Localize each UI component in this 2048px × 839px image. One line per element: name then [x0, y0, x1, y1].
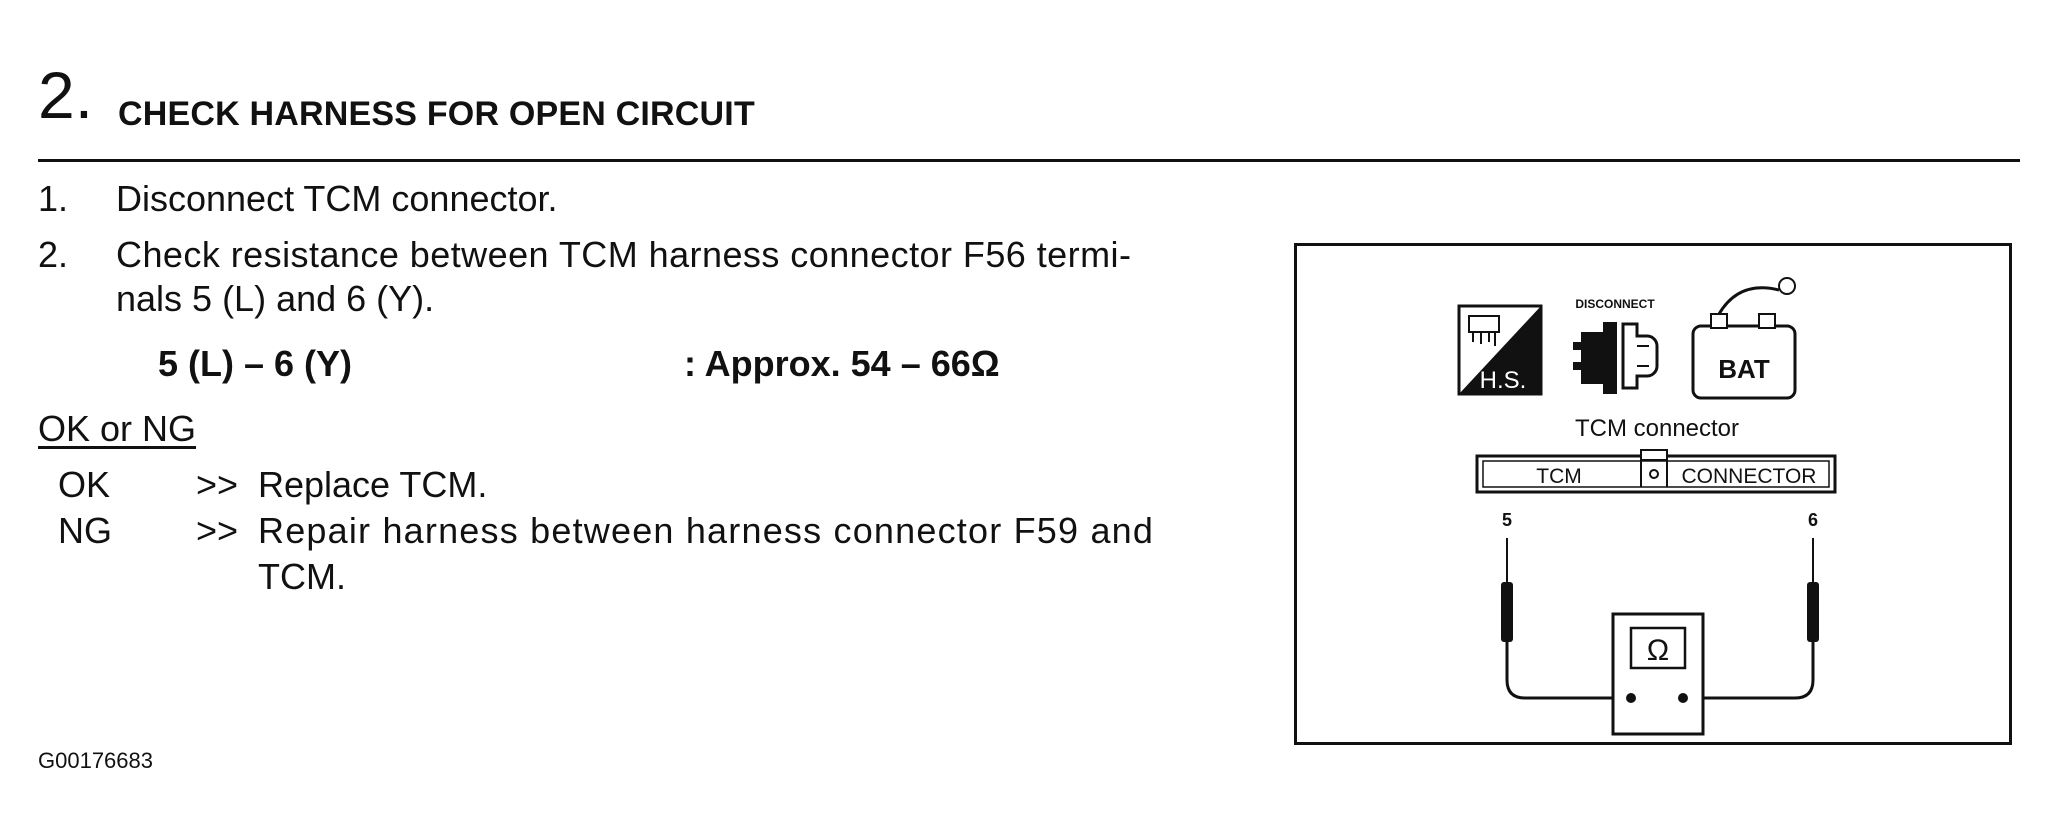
battery-label: BAT [1718, 354, 1770, 384]
document-code: G00176683 [38, 748, 153, 773]
step-number: 2. [38, 58, 94, 132]
ohmmeter: Ω [1611, 612, 1705, 736]
result-heading: OK or NG [38, 408, 197, 449]
disconnect-icon: DISCONNECT [1573, 297, 1659, 394]
step-1-text: Disconnect TCM connector. [116, 178, 558, 219]
tcm-connector-body: TCM CONNECTOR [1475, 449, 1837, 494]
connector-diagram: H.S. DISCONNECT BAT TCM connector [1294, 243, 2012, 745]
ng-text-line1: Repair harness between harness connector… [258, 510, 1155, 551]
right-probe [1683, 538, 1819, 700]
step-2-text-line1: Check resistance between TCM harness con… [116, 234, 1132, 275]
terminal-5-label: 5 [1502, 510, 1512, 530]
left-probe [1501, 538, 1631, 700]
ng-text-line2: TCM. [258, 556, 346, 597]
harness-side-icon: H.S. [1457, 304, 1543, 396]
hs-label: H.S. [1480, 367, 1527, 394]
terminal-6-label: 6 [1808, 510, 1818, 530]
step-2-number: 2. [38, 234, 69, 275]
diagram-drawing: H.S. DISCONNECT BAT TCM connector [1457, 277, 1837, 736]
ng-code: NG [58, 510, 112, 551]
ok-arrow: >> [196, 464, 239, 505]
disconnect-label: DISCONNECT [1575, 297, 1655, 311]
connector-label-tcm: TCM [1536, 465, 1582, 488]
connector-title: TCM connector [1575, 415, 1739, 442]
ok-code: OK [58, 464, 111, 505]
spec-terminals: 5 (L) – 6 (Y) [158, 343, 353, 384]
heading-rule [38, 159, 2020, 162]
ohm-symbol: Ω [1647, 634, 1669, 667]
step-2-text-line2: nals 5 (L) and 6 (Y). [116, 278, 435, 319]
battery-icon: BAT [1691, 277, 1797, 400]
ng-arrow: >> [196, 510, 239, 551]
ok-text: Replace TCM. [258, 464, 488, 505]
spec-value: : Approx. 54 – 66Ω [684, 343, 1000, 384]
step-1-number: 1. [38, 178, 69, 219]
connector-label-connector: CONNECTOR [1682, 465, 1817, 488]
step-title: CHECK HARNESS FOR OPEN CIRCUIT [118, 95, 755, 133]
